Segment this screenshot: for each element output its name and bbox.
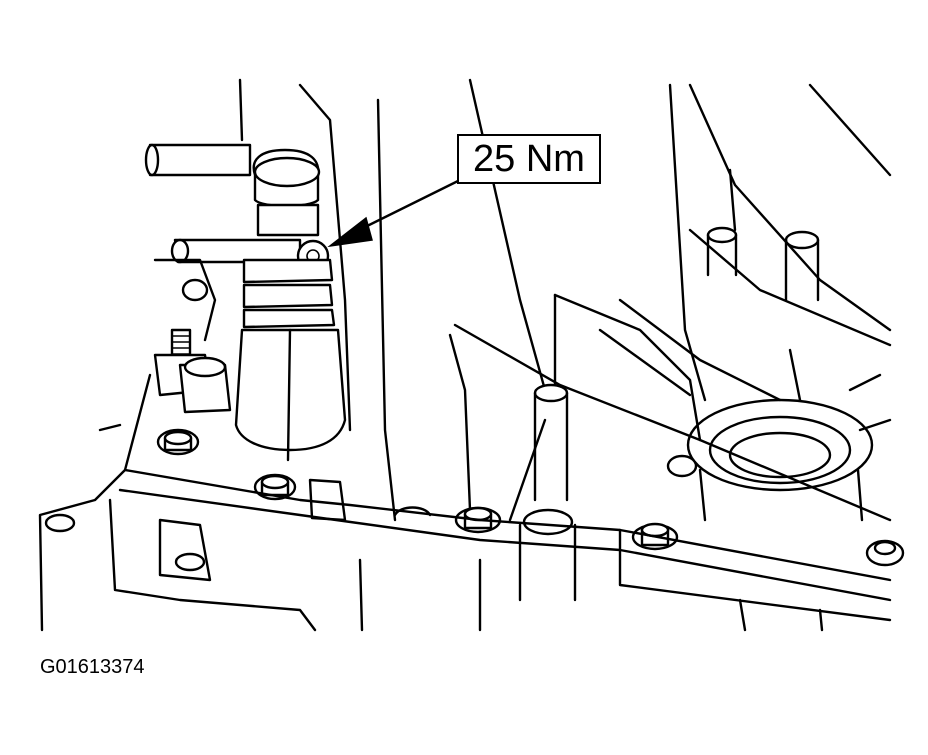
bore-ring	[666, 348, 892, 522]
ribbed-housing	[448, 293, 892, 522]
shift-shaft	[144, 143, 347, 462]
bolts	[156, 428, 905, 567]
posts	[706, 168, 820, 302]
detent-linkage	[153, 258, 232, 414]
figure-id: G01613374	[40, 656, 145, 678]
torque-leader-arrow	[327, 178, 462, 248]
torque-callout-label: 25 Nm	[457, 134, 601, 184]
lower-case-flange	[38, 373, 892, 632]
